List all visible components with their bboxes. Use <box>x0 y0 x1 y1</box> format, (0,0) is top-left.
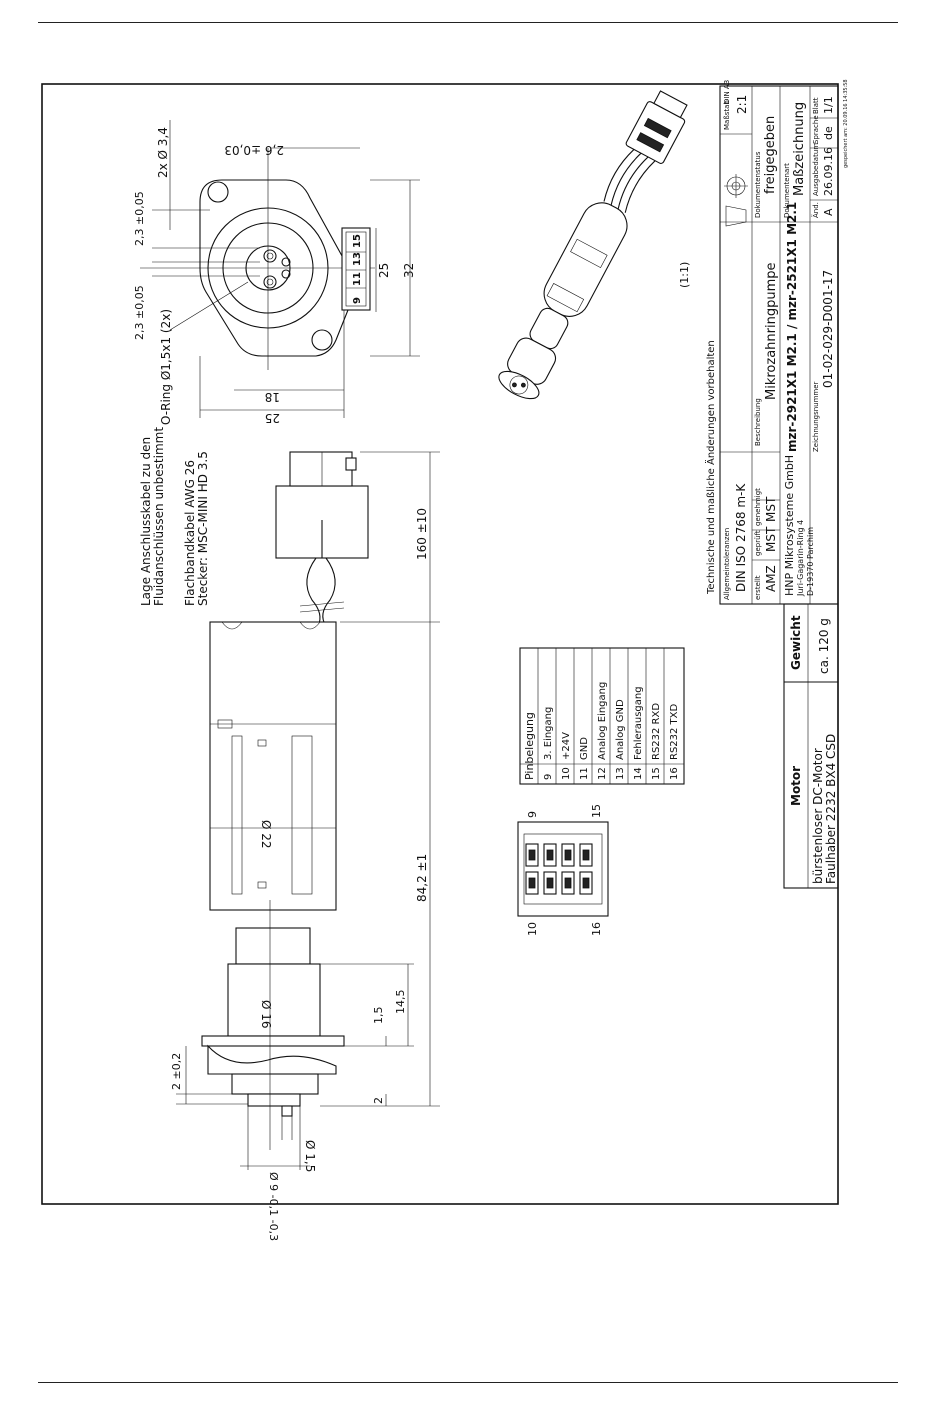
lang-value: de <box>822 126 835 140</box>
status-value: freigegeben <box>763 116 778 194</box>
dim-d1-5: Ø 1,5 <box>303 1140 317 1172</box>
motor-line2: Faulhaber 2232 BX4 CSD <box>824 734 838 884</box>
drawing-frame <box>41 83 839 1205</box>
pin-row-signal: RS232 TXD <box>669 703 680 760</box>
pin-row-signal: +24V <box>561 732 572 760</box>
dim-160: 160 ±10 <box>415 508 429 560</box>
pin-label-10: 10 <box>526 922 539 936</box>
pin-row-signal: Fehlerausgang <box>633 686 644 760</box>
dim-d16: Ø 16 <box>259 1000 273 1029</box>
dim-25-vertical: 25 <box>377 263 391 278</box>
scale-label: Maßstab <box>723 100 731 130</box>
bottom-rule <box>38 1382 898 1383</box>
pin-row-signal: 3. Eingang <box>543 707 554 760</box>
title-block <box>719 85 839 605</box>
approved-value: MST <box>764 496 778 522</box>
rights-note: Technische und maßliche Änderungen vorbe… <box>704 340 717 595</box>
issue-date-label: Ausgabedatum <box>812 143 820 196</box>
flange-front-view: 9 11 13 15 <box>140 120 420 418</box>
approved-label: genehmigt <box>754 488 762 526</box>
company: HNP Mikrosysteme GmbH <box>783 455 796 596</box>
pin-row-signal: RS232 RXD <box>651 703 662 760</box>
svg-text:9: 9 <box>352 297 363 304</box>
models: mzr-2921X1 M2.1 / mzr-2521X1 M2.1 <box>785 202 799 452</box>
pin-row-pin: 9 <box>543 774 554 780</box>
cable-note-line2: Stecker: MSC-MINI HD 3.5 <box>196 451 210 606</box>
pin-row-pin: 11 <box>579 767 590 780</box>
city: D-19370 Parchim <box>806 527 815 596</box>
dim-2-3-a-text: 2,3 ±0,05 <box>133 191 146 246</box>
dim-1-5: 1,5 <box>372 1007 385 1025</box>
pin-row-pin: 14 <box>633 767 644 780</box>
motor-heading: Motor <box>789 766 803 806</box>
created-label: erstellt <box>754 575 762 600</box>
pin-label-9: 9 <box>526 811 539 818</box>
street: Juri-Gagarin-Ring 4 <box>796 520 805 597</box>
dim-25-horizontal: 25 <box>265 411 280 425</box>
tolerance-value: DIN ISO 2768 m-K <box>734 483 748 592</box>
pin-row-signal: GND <box>579 737 590 760</box>
dim-18: 18 <box>265 390 280 404</box>
pin-label-15: 15 <box>590 804 603 818</box>
lang-label: Sprache <box>812 115 820 144</box>
checked-label: geprüft <box>754 530 762 556</box>
sheet-label: Blatt <box>812 97 820 114</box>
dim-2: 2 <box>372 1097 385 1104</box>
issue-date-value: 26.09.16 <box>822 147 835 196</box>
svg-text:15: 15 <box>352 234 363 248</box>
doctype-value: Maßzeichnung <box>792 102 807 196</box>
dim-2-6-text: 2,6 ±0,03 <box>224 143 284 157</box>
dim-d22: Ø 22 <box>259 820 273 849</box>
dim-3-4-text: 2x Ø 3,4 <box>156 127 170 178</box>
pin-row-signal: Analog Eingang <box>597 682 608 760</box>
dim-2-3-b-text: 2,3 ±0,05 <box>133 285 146 340</box>
top-rule <box>38 22 898 23</box>
connector-pin-view <box>517 821 609 917</box>
pin-label-16: 16 <box>590 922 603 936</box>
scale-value: 2:1 <box>735 95 749 114</box>
rev-value: A <box>822 208 835 216</box>
description-label: Beschreibung <box>754 398 762 446</box>
pump-isometric-illustration <box>498 90 688 400</box>
sheet-value: 1/1 <box>822 96 835 114</box>
weight-value: ca. 120 g <box>817 618 831 674</box>
pin-row-pin: 12 <box>597 767 608 780</box>
pin-table <box>519 647 685 785</box>
motor-note-line1: Lage Anschlusskabel zu den <box>139 437 153 606</box>
cable-note-line1: Flachbandkabel AWG 26 <box>183 460 197 606</box>
pin-row-pin: 10 <box>561 767 572 780</box>
weight-heading: Gewicht <box>789 615 803 670</box>
pin-table-title: Pinbelegung <box>523 712 536 780</box>
pin-row-pin: 16 <box>669 767 680 780</box>
format-label: DIN A3 <box>723 80 731 104</box>
drawing-number-label: Zeichnungsnummer <box>812 381 820 452</box>
pin-row-signal: Analog GND <box>615 699 626 760</box>
motor-line1: bürstenloser DC-Motor <box>811 748 825 884</box>
pin-row-pin: 15 <box>651 767 662 780</box>
o-ring-text: O-Ring Ø1,5x1 (2x) <box>159 309 173 425</box>
dim-2-0-2: 2 ±0,2 <box>170 1053 183 1090</box>
doctype-label: Dokumentenart <box>783 163 791 218</box>
pump-side-view <box>176 451 440 1170</box>
status-label: Dokumentenstatus <box>754 151 762 218</box>
motor-note-line2: Fluidanschlüssen unbestimmt <box>152 427 166 606</box>
dim-14-5: 14,5 <box>394 990 407 1015</box>
pin-row-pin: 13 <box>615 767 626 780</box>
rev-label: Änd. <box>811 202 820 218</box>
created-value: AMZ <box>764 565 778 592</box>
description-value: Mikrozahnringpumpe <box>764 263 779 401</box>
dim-32: 32 <box>402 263 416 278</box>
svg-text:11: 11 <box>352 272 363 286</box>
dim-84-2: 84,2 ±1 <box>415 854 429 902</box>
svg-text:13: 13 <box>352 252 363 266</box>
scale-note: (1:1) <box>678 262 691 288</box>
drawing-number: 01-02-029-D001-17 <box>821 270 835 388</box>
checked-value: MST <box>764 526 778 552</box>
pin-table-rows: 9 3. Eingang 10 +24V 11 GND 12 Analog Ei… <box>543 682 680 780</box>
dim-d9: Ø 9 -0,1 -0,3 <box>267 1172 280 1241</box>
tolerance-label: Allgemeintoleranzen <box>723 528 731 600</box>
saved-note: gespeichert am: 20.09.16 14:35:58 <box>843 79 849 168</box>
